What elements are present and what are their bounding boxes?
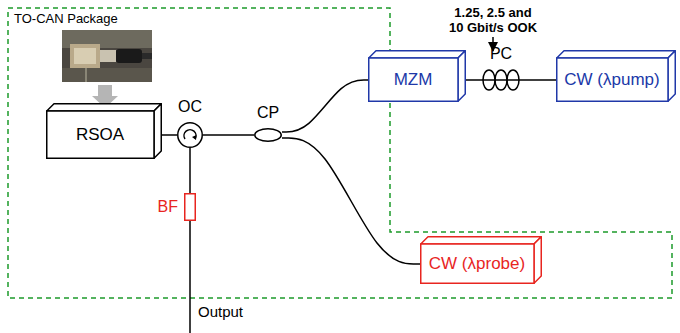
device-box: MZM [368, 50, 466, 102]
fibre-connector [466, 79, 476, 81]
fibre-connector [189, 148, 191, 193]
device-box: RSOA [46, 103, 162, 159]
fibre-connector [282, 80, 368, 132]
fibre-connector [162, 134, 177, 136]
shape-outline [254, 128, 282, 142]
component-symbol: CP [254, 128, 282, 142]
device-name: MZM [394, 70, 433, 90]
shape-outline [184, 193, 196, 221]
fibre-connector [526, 79, 556, 81]
output-label: Output [198, 304, 243, 319]
fibre-connector [203, 134, 254, 136]
fibre-connector [282, 138, 420, 264]
output-fibre [189, 221, 191, 333]
component-symbol: OC [177, 122, 203, 148]
component-label: BF [158, 198, 178, 216]
package-label: TO-CAN Package [14, 11, 118, 26]
device-box: CW (λpump) [556, 50, 676, 102]
shape-outline [476, 69, 526, 91]
device-name: CW (λprobe) [429, 254, 525, 274]
signal-label: 1.25, 2.5 and 10 Gbit/s OOK [447, 5, 539, 35]
package-photo [62, 30, 152, 82]
device-name: CW (λpump) [564, 70, 659, 90]
component-label: OC [178, 98, 202, 116]
component-label: PC [490, 45, 512, 63]
device-name: RSOA [76, 125, 124, 145]
component-symbol: PC [476, 69, 526, 91]
device-box: CW (λprobe) [420, 236, 542, 284]
component-label: CP [257, 104, 279, 122]
shape-outline [177, 122, 203, 148]
component-symbol: BF [184, 193, 196, 221]
